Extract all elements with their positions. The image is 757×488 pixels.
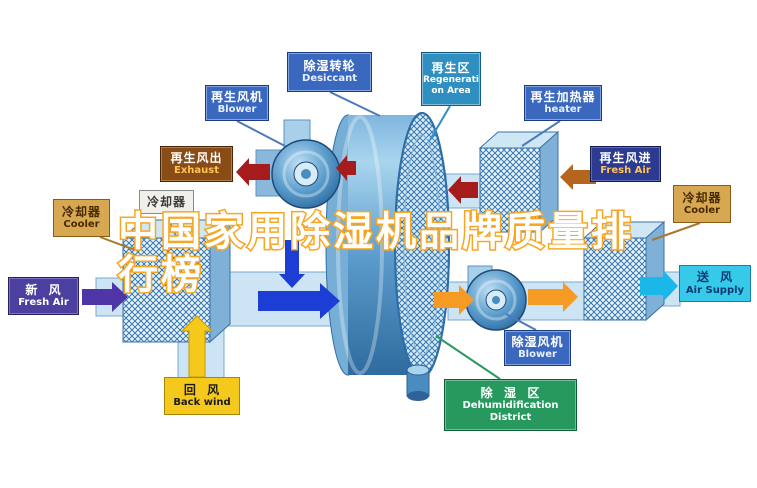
dehumid-blower-fan xyxy=(465,265,527,331)
label-desiccant-wheel-zh: 除湿转轮 xyxy=(303,58,356,73)
regen-blower-fan xyxy=(255,119,341,209)
label-dehumidification-district-en2: District xyxy=(489,412,532,424)
label-back-wind: 回 风 Back wind xyxy=(164,377,240,415)
page-title-line1: 中国家用除湿机品牌质量排 xyxy=(117,208,634,257)
label-air-supply-zh: 送 风 xyxy=(696,270,734,285)
label-cooler-right-zh: 冷却器 xyxy=(682,190,722,205)
label-back-wind-en: Back wind xyxy=(173,397,231,409)
label-connectors xyxy=(99,91,701,380)
label-dehumidification-district-zh: 除 湿 区 xyxy=(480,385,541,400)
label-dehumidification-district: 除 湿 区 Dehumidification District xyxy=(444,379,577,431)
label-regen-heater-en: heater xyxy=(544,104,582,116)
arrow-process-down xyxy=(279,240,305,288)
arrow-air-supply-out xyxy=(640,270,678,302)
label-exhaust-en: Exhaust xyxy=(174,165,219,177)
label-cooler-right: 冷却器 Cooler xyxy=(673,185,731,223)
cooler-left-exchanger xyxy=(121,218,232,344)
label-exhaust-zh: 再生风出 xyxy=(170,150,223,165)
label-cooler-left: 冷却器 Cooler xyxy=(53,199,110,237)
label-regen-blower: 再生风机 Blower xyxy=(205,85,269,121)
label-cooler-left-plain-zh: 冷却器 xyxy=(146,194,186,209)
label-cooler-left-plain: 冷却器 xyxy=(139,190,194,214)
label-regen-heater-zh: 再生加热器 xyxy=(530,89,596,104)
label-cooler-left-zh: 冷却器 xyxy=(61,204,101,219)
label-desiccant-wheel-en: Desiccant xyxy=(302,73,357,85)
label-air-supply: 送 风 Air Supply xyxy=(679,265,751,302)
label-regen-blower-zh: 再生风机 xyxy=(210,89,263,104)
label-dehumid-blower: 除湿风机 Blower xyxy=(504,330,571,366)
arrow-to-exhaust xyxy=(236,158,270,186)
label-fresh-air-en: Fresh Air xyxy=(18,297,69,309)
label-dehumid-blower-en: Blower xyxy=(518,349,557,361)
label-back-wind-zh: 回 风 xyxy=(183,382,221,397)
label-regen-fresh-air-zh: 再生风进 xyxy=(599,150,652,165)
arrow-return-air-up xyxy=(180,315,214,378)
label-dehumidification-district-en1: Dehumidification xyxy=(462,400,559,412)
arrow-heater-to-wheel xyxy=(448,176,478,204)
arrow-fresh-air-in xyxy=(82,282,128,312)
wheel-drive-cylinder xyxy=(406,364,430,401)
cooler-right-exchanger xyxy=(582,220,666,322)
arrow-process-into-wheel xyxy=(258,283,340,319)
arrow-wheel-to-blower xyxy=(434,285,474,315)
label-exhaust: 再生风出 Exhaust xyxy=(160,146,233,182)
label-desiccant-wheel: 除湿转轮 Desiccant xyxy=(287,52,372,92)
desiccant-wheel xyxy=(325,112,450,378)
label-regeneration-area-en1: Regenerati xyxy=(423,75,479,86)
flow-arrows xyxy=(82,155,678,378)
label-regen-blower-en: Blower xyxy=(217,104,257,116)
label-regen-fresh-air-en: Fresh Air xyxy=(600,165,651,177)
label-cooler-left-en: Cooler xyxy=(63,219,100,231)
arrow-blower-to-cooler xyxy=(528,282,578,312)
page-title-line2: 行榜 xyxy=(117,251,204,300)
label-regeneration-area: 再生区 Regenerati on Area xyxy=(421,52,481,106)
regen-heater-exchanger xyxy=(478,130,560,234)
label-air-supply-en: Air Supply xyxy=(685,284,745,296)
arrow-regen-inlet xyxy=(560,164,596,190)
label-regeneration-area-en2: on Area xyxy=(431,86,471,97)
label-fresh-air: 新 风 Fresh Air xyxy=(8,277,79,315)
label-dehumid-blower-zh: 除湿风机 xyxy=(511,334,564,349)
label-regen-fresh-air: 再生风进 Fresh Air xyxy=(590,146,661,182)
label-regen-heater: 再生加热器 heater xyxy=(524,85,602,121)
label-regeneration-area-zh: 再生区 xyxy=(431,60,471,75)
label-fresh-air-zh: 新 风 xyxy=(25,282,62,297)
arrow-regen-to-blower xyxy=(336,155,356,181)
label-cooler-right-en: Cooler xyxy=(683,205,721,217)
